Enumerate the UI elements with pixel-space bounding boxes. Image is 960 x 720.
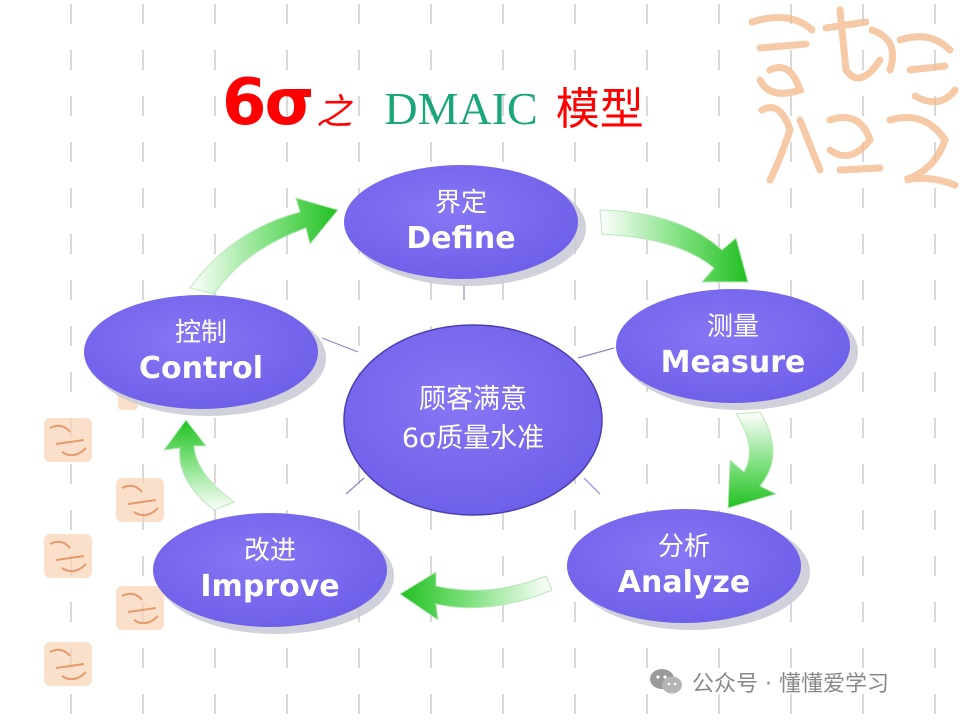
improve-label-zh: 改进 — [244, 534, 296, 568]
arrow-improve-to-control — [164, 420, 234, 510]
node-define: 界定 Define — [344, 170, 578, 274]
arrow-measure-to-analyze — [728, 412, 776, 508]
measure-label-zh: 测量 — [707, 310, 759, 344]
improve-label-en: Improve — [200, 568, 339, 606]
title-model: 模型 — [556, 73, 644, 137]
define-label-zh: 界定 — [435, 186, 487, 220]
arrow-control-to-define — [190, 198, 338, 294]
title-connector: 之 — [316, 83, 352, 135]
title-dmaic: DMAIC — [384, 82, 537, 135]
node-measure: 测量 Measure — [616, 294, 850, 398]
measure-label-en: Measure — [661, 344, 806, 382]
arrow-define-to-measure — [600, 210, 748, 282]
center-line-2: 6σ质量水准 — [402, 419, 544, 459]
analyze-label-zh: 分析 — [658, 530, 710, 564]
control-label-zh: 控制 — [175, 316, 227, 350]
title-six-sigma: 6σ — [222, 66, 312, 140]
center-goal: 顾客满意 6σ质量水准 — [344, 360, 602, 480]
wechat-icon — [648, 667, 684, 697]
analyze-label-en: Analyze — [618, 564, 750, 602]
arrow-analyze-to-improve — [400, 572, 552, 620]
control-label-en: Control — [139, 350, 263, 388]
node-control: 控制 Control — [84, 300, 318, 404]
define-label-en: Define — [406, 220, 515, 258]
node-analyze: 分析 Analyze — [567, 514, 801, 618]
node-improve: 改进 Improve — [153, 518, 387, 622]
center-line-1: 顾客满意 — [419, 381, 527, 419]
watermark: 公众号 · 懂懂爱学习 — [648, 664, 889, 700]
watermark-text: 公众号 · 懂懂爱学习 — [692, 666, 889, 698]
